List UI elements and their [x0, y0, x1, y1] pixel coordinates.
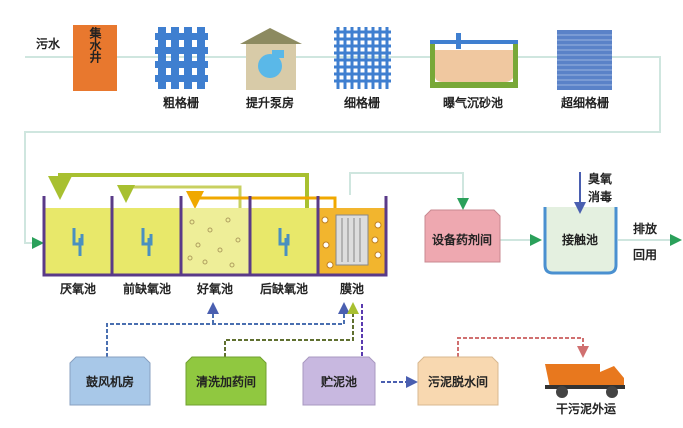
tank-label: 好氧池 [196, 281, 233, 296]
blower-room-box: 鼓风机房 [69, 356, 151, 406]
tank-label: 前缺氧池 [123, 281, 171, 296]
svg-text:集水井: 集水井 [88, 26, 102, 64]
outlet-label: 回用 [633, 248, 657, 262]
main-flow-line [24, 56, 682, 249]
stage-label: 超细格栅 [560, 95, 609, 110]
bioreactor-tanks [42, 196, 388, 277]
pump-house-icon [240, 28, 302, 90]
dewatering-room-box: 污泥脱水间 [417, 356, 499, 406]
svg-text:鼓风机房: 鼓风机房 [86, 374, 134, 389]
contact-tank: 接触池 [543, 207, 618, 275]
tank-label: 后缺氧池 [260, 281, 308, 296]
collection-well: 集水井 [73, 25, 117, 91]
ozone-label: 臭氧 [588, 171, 612, 186]
ultra-fine-screen-icon [557, 30, 612, 90]
tank-label: 膜池 [340, 281, 364, 296]
truck-label: 干污泥外运 [556, 401, 616, 416]
svg-text:贮泥池: 贮泥池 [320, 374, 357, 389]
sludge-tank-box: 贮泥池 [302, 356, 376, 406]
coarse-screen-icon [155, 27, 208, 89]
svg-text:设备药剂间: 设备药剂间 [432, 232, 492, 247]
inflow-label: 污水 [36, 36, 61, 51]
stage-label: 曝气沉砂池 [443, 95, 503, 110]
stage-label: 提升泵房 [246, 95, 294, 110]
svg-text:接触池: 接触池 [562, 232, 598, 247]
ozone-label: 消毒 [588, 189, 612, 204]
stage-label: 细格栅 [344, 95, 380, 110]
truck-icon [545, 364, 625, 398]
outlet-label: 排放 [633, 221, 658, 236]
fine-screen-icon [334, 27, 391, 89]
stage-label: 粗格栅 [163, 95, 199, 110]
svg-text:清洗加药间: 清洗加药间 [196, 374, 256, 389]
svg-text:污泥脱水间: 污泥脱水间 [428, 374, 488, 389]
equipment-room-box: 设备药剂间 [424, 209, 501, 263]
cleaning-room-box: 清洗加药间 [185, 356, 267, 406]
grit-chamber-icon [430, 33, 518, 88]
tank-label: 厌氧池 [60, 281, 96, 296]
